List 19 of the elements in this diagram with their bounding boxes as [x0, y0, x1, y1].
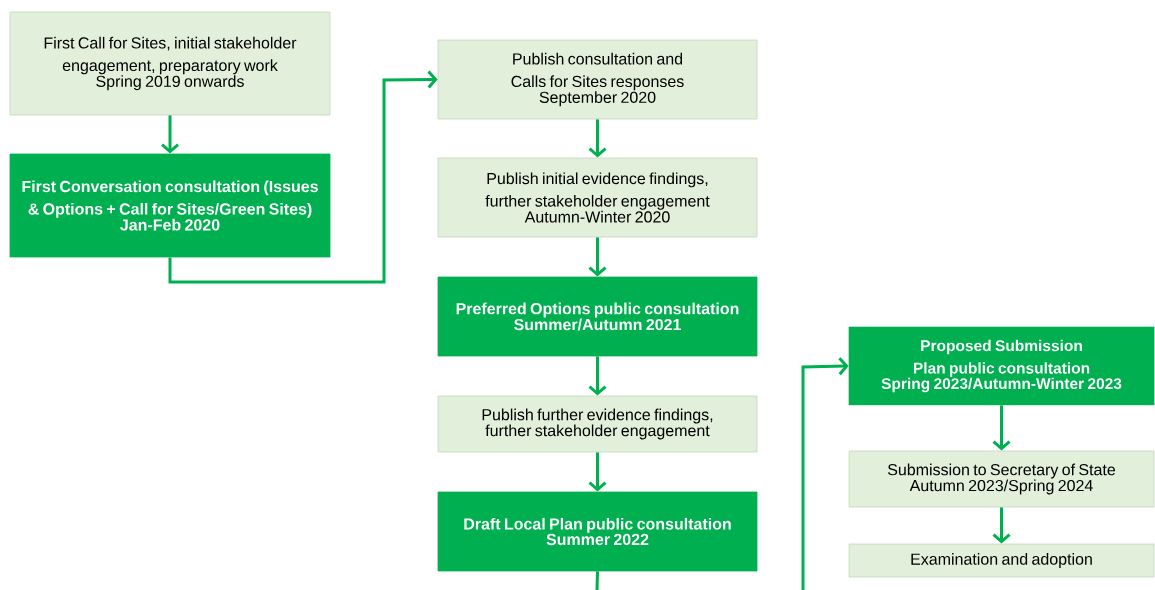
arrow — [801, 357, 849, 590]
consultation-box: Preferred Options public consultation Summer/Autumn 2021 — [437, 276, 758, 357]
arrow — [588, 237, 607, 277]
process-box: First Call for Sites, initial stakeholder engagement, preparatory work Spring 2019 onwards — [9, 11, 331, 116]
process-box: Publish further evidence findings, further stakeholder engagement — [437, 395, 758, 453]
arrow — [588, 119, 607, 158]
process-box: Submission to Secretary of State Autumn 2023/Spring 2024 — [848, 450, 1155, 508]
consultation-box: Draft Local Plan public consultation Summer 2022 — [437, 491, 758, 572]
arrow — [588, 452, 607, 492]
consultation-box: First Conversation consultation (Issues & Options + Call for Sites/Green Sites) Jan-Feb 2020 — [9, 153, 331, 258]
arrow — [168, 70, 438, 284]
consultation-box: Proposed Submission Plan public consultation Spring 2023/Autumn-Winter 2023 — [848, 326, 1155, 406]
process-box: Publish consultation and Calls for Sites responses September 2020 — [437, 39, 758, 120]
arrow — [161, 115, 179, 154]
process-box: Examination and adoption — [848, 543, 1155, 578]
arrow — [992, 507, 1011, 544]
arrow — [588, 356, 607, 396]
process-box: Publish initial evidence findings, further stakeholder engagement Autumn-Winter 2020 — [437, 157, 758, 238]
arrow — [992, 405, 1011, 451]
